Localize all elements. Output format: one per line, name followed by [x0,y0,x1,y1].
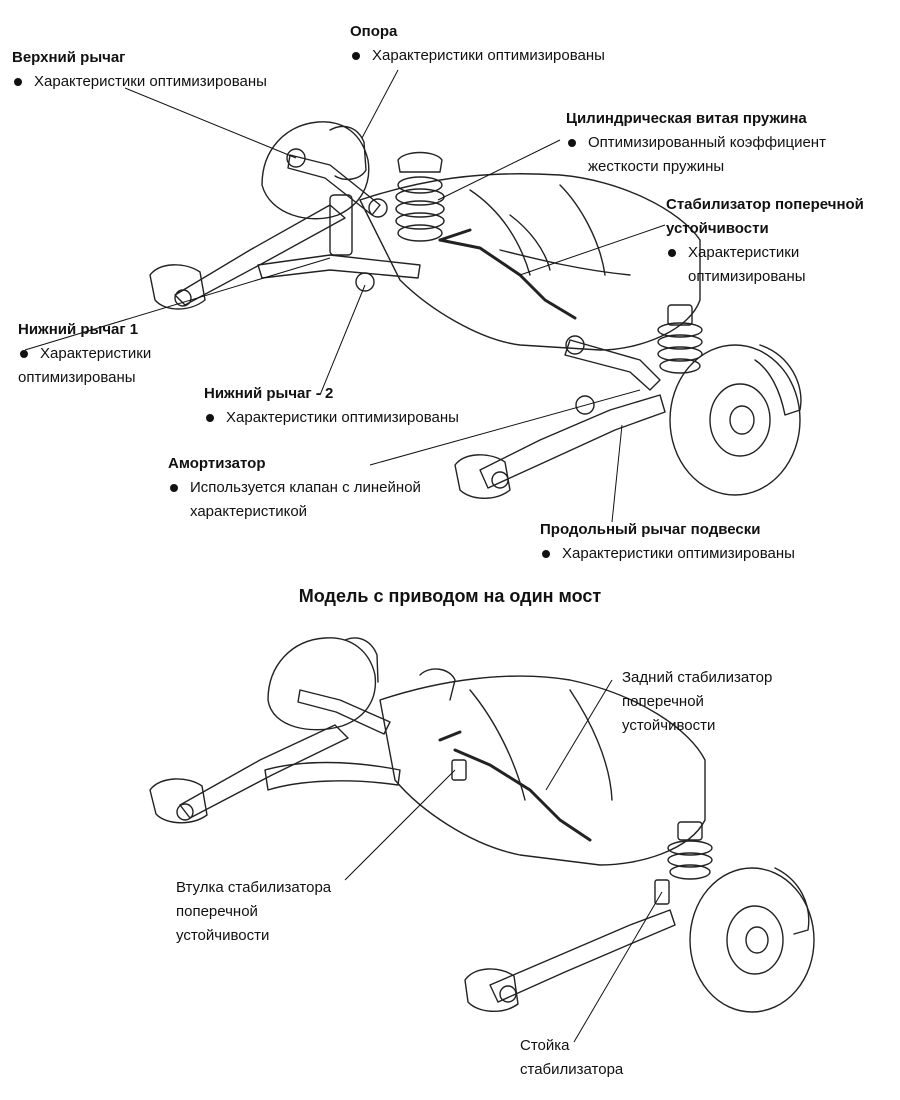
leader-coil-spring [437,139,561,201]
callout-bullet: Характеристики [666,241,864,265]
leader-rear-stabilizer [545,679,613,791]
lower-arm-right [564,339,661,391]
leader-stabilizer [519,224,666,276]
bottom-trailing-arm [489,909,676,1003]
leader-lower-arm-1 [24,257,331,351]
callout-bullet: Характеристики [18,342,151,366]
callout-text: Характеристики оптимизированы [226,409,459,426]
bullet-icon [542,550,550,558]
label-line: устойчивости [176,927,270,944]
callout-bullet: Оптимизированный коэффициент [566,131,826,155]
left-brake-caliper [329,125,367,181]
trailing-arm-drawing [479,394,666,489]
callout-title: Верхний рычаг [12,49,126,66]
bullet-icon [14,78,22,86]
callout-title: Цилиндрическая витая пружина [566,110,807,127]
label-stabilizer-link: Стойка стабилизатора [520,1034,623,1082]
label-line: поперечной [622,693,704,710]
callout-title: Продольный рычаг подвески [540,521,761,538]
callout-text: Характеристики оптимизированы [562,545,795,562]
leader-lower-arm-2 [319,284,366,396]
left-knuckle [261,121,370,220]
callout-title-continued: устойчивости [666,220,769,237]
callout-text-continued: жесткости пружины [588,158,725,175]
leader-mount [361,69,399,139]
bullet-icon [20,350,28,358]
leader-stabilizer-link [573,891,663,1043]
lower-arm-2-drawing [257,254,421,279]
callout-coil-spring: Цилиндрическая витая пружина Оптимизиров… [566,107,826,179]
callout-text-continued: характеристикой [190,503,308,520]
label-line: Задний стабилизатор [622,669,773,686]
bottom-stabilizer-link [654,879,670,905]
callout-title: Стабилизатор поперечной [666,196,864,213]
bullet-icon [206,414,214,422]
label-stabilizer-bushing: Втулка стабилизатора поперечной устойчив… [176,876,331,948]
callout-trailing-arm: Продольный рычаг подвески Характеристики… [540,518,795,566]
callout-text: Оптимизированный коэффициент [588,134,826,151]
leader-upper-arm [124,87,297,159]
callout-title: Нижний рычаг 1 [18,321,139,338]
callout-text: Характеристики оптимизированы [372,47,605,64]
callout-text: Характеристики [688,244,800,261]
leader-trailing-arm [611,424,623,523]
callout-lower-arm-1: Нижний рычаг 1 Характеристики оптимизиро… [18,318,151,390]
label-line: стабилизатора [520,1061,624,1078]
callout-lower-arm-2: Нижний рычаг - 2 Характеристики оптимизи… [204,382,459,430]
bottom-stabilizer-bar [453,748,592,842]
right-spring-drawing [657,304,703,374]
callout-text: Характеристики оптимизированы [34,73,267,90]
callout-stabilizer: Стабилизатор поперечной устойчивости Хар… [666,193,864,289]
callout-title: Опора [350,23,398,40]
bullet-icon [568,139,576,147]
label-line: устойчивости [622,717,716,734]
label-line: поперечной [176,903,258,920]
callout-shock-absorber: Амортизатор Используется клапан с линейн… [168,452,421,524]
label-rear-stabilizer: Задний стабилизатор поперечной устойчиво… [622,666,772,738]
section-title: Модель с приводом на один мост [298,586,602,606]
subframe-drawing [359,173,701,351]
left-shock-absorber [329,194,353,256]
callout-title: Нижний рычаг - 2 [204,385,334,402]
bullet-icon [170,484,178,492]
bottom-assembly-drawing [149,637,815,1013]
label-line: Стойка [520,1037,570,1054]
leader-stabilizer-bushing [344,769,456,881]
bottom-subframe [379,675,706,866]
callout-text: Характеристики [40,345,152,362]
leader-lines [24,69,666,1043]
callout-bullet: Характеристики оптимизированы [540,542,795,566]
callout-bullet: Характеристики оптимизированы [204,406,459,430]
callout-bullet: Используется клапан с линейной [168,476,421,500]
right-brake-disc [669,344,802,496]
callout-mount: Опора Характеристики оптимизированы [350,20,605,68]
lower-arm-1-drawing [174,204,346,306]
callout-upper-arm: Верхний рычаг Характеристики оптимизиров… [12,46,267,94]
bottom-upper-arm [297,689,391,735]
bottom-brake-disc [689,867,815,1013]
bottom-right-spring [667,821,713,880]
callout-text: Используется клапан с линейной [190,479,421,496]
callout-text-continued: оптимизированы [18,369,136,386]
callout-bullet: Характеристики оптимизированы [350,44,605,68]
coil-spring-drawing [395,151,445,242]
bottom-left-knuckle [267,637,377,731]
label-line: Втулка стабилизатора [176,879,332,896]
callout-text-continued: оптимизированы [688,268,806,285]
callout-title: Амортизатор [168,455,266,472]
leader-shock [369,389,641,466]
callout-bullet: Характеристики оптимизированы [12,70,267,94]
bullet-icon [352,52,360,60]
top-assembly-drawing [149,121,802,499]
bullet-icon [668,249,676,257]
